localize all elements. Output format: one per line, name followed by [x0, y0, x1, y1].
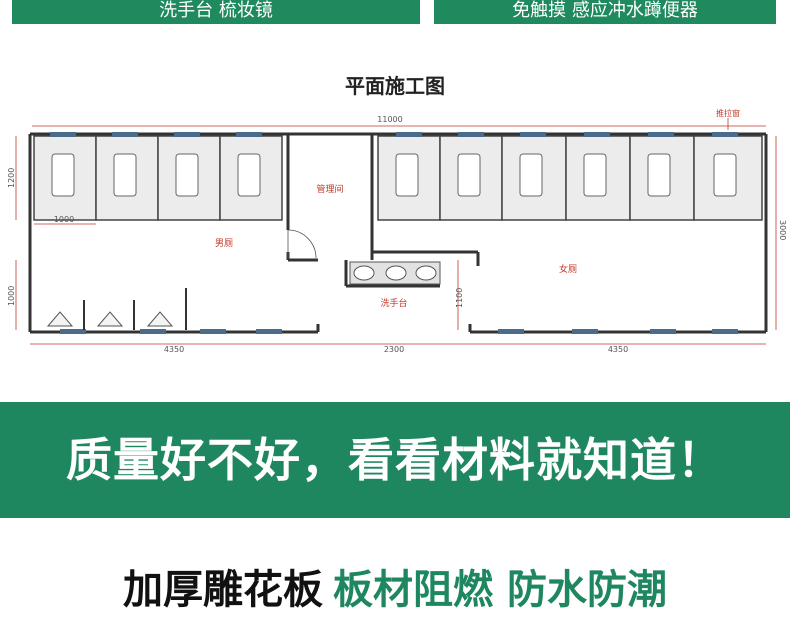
room-women: 女厕	[559, 263, 577, 275]
bottom-headline: 加厚雕花板板材阻燃 防水防潮	[0, 560, 790, 620]
dim-stall-depth: 1200	[7, 168, 16, 188]
dim-right-width: 4350	[608, 345, 628, 354]
quality-banner: 质量好不好，看看材料就知道！	[0, 402, 790, 518]
floor-plan: 11000	[7, 108, 787, 354]
room-manage: 管理间	[316, 183, 343, 195]
dim-total: 11000	[377, 115, 402, 124]
dim-mid-width: 2300	[384, 345, 404, 354]
room-men: 男厕	[215, 238, 233, 249]
dim-urinal-depth: 1000	[7, 286, 16, 306]
headline-dark: 加厚雕花板	[123, 567, 324, 613]
plan-title: 平面施工图	[345, 74, 445, 98]
dim-sink-depth: 1100	[455, 288, 464, 308]
room-sink: 洗手台	[380, 297, 407, 309]
label-window: 推拉窗	[716, 108, 740, 118]
dim-stall-width: 1000	[54, 215, 74, 224]
dim-left-width: 4350	[164, 345, 184, 354]
tab-squat-toilet: 免触摸 感应冲水蹲便器	[434, 0, 776, 24]
tab-sink-mirror: 洗手台 梳妆镜	[12, 0, 420, 24]
dim-right-height: 3000	[778, 220, 787, 240]
headline-green: 板材阻燃 防水防潮	[333, 567, 667, 613]
